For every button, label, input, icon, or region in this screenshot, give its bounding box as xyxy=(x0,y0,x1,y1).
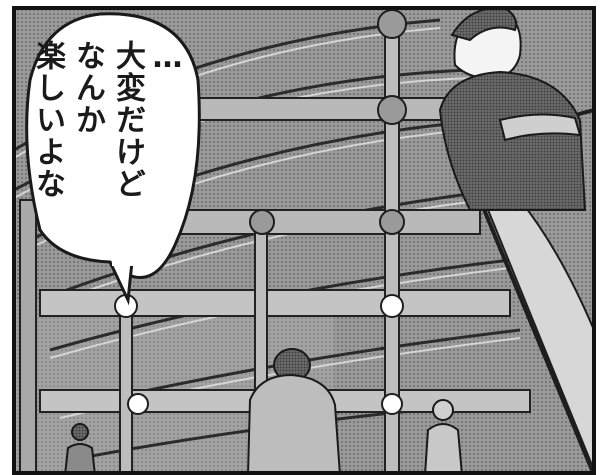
joint-bolts xyxy=(114,9,407,415)
character-center xyxy=(246,348,342,475)
character-small-right xyxy=(423,399,464,475)
panel-border xyxy=(12,6,596,475)
speech-line-1: … xyxy=(150,40,185,69)
speech-line-2: 大変だけど xyxy=(110,40,145,200)
speech-line-3: なんか xyxy=(70,40,105,136)
character-upper-right xyxy=(438,6,587,211)
speech-bubble-shape xyxy=(25,12,201,306)
speech-line-4: 楽しいよな xyxy=(30,40,65,200)
speech-bubble-text: … 大変だけど なんか 楽しいよな xyxy=(30,40,185,260)
character-small-left xyxy=(63,423,97,475)
